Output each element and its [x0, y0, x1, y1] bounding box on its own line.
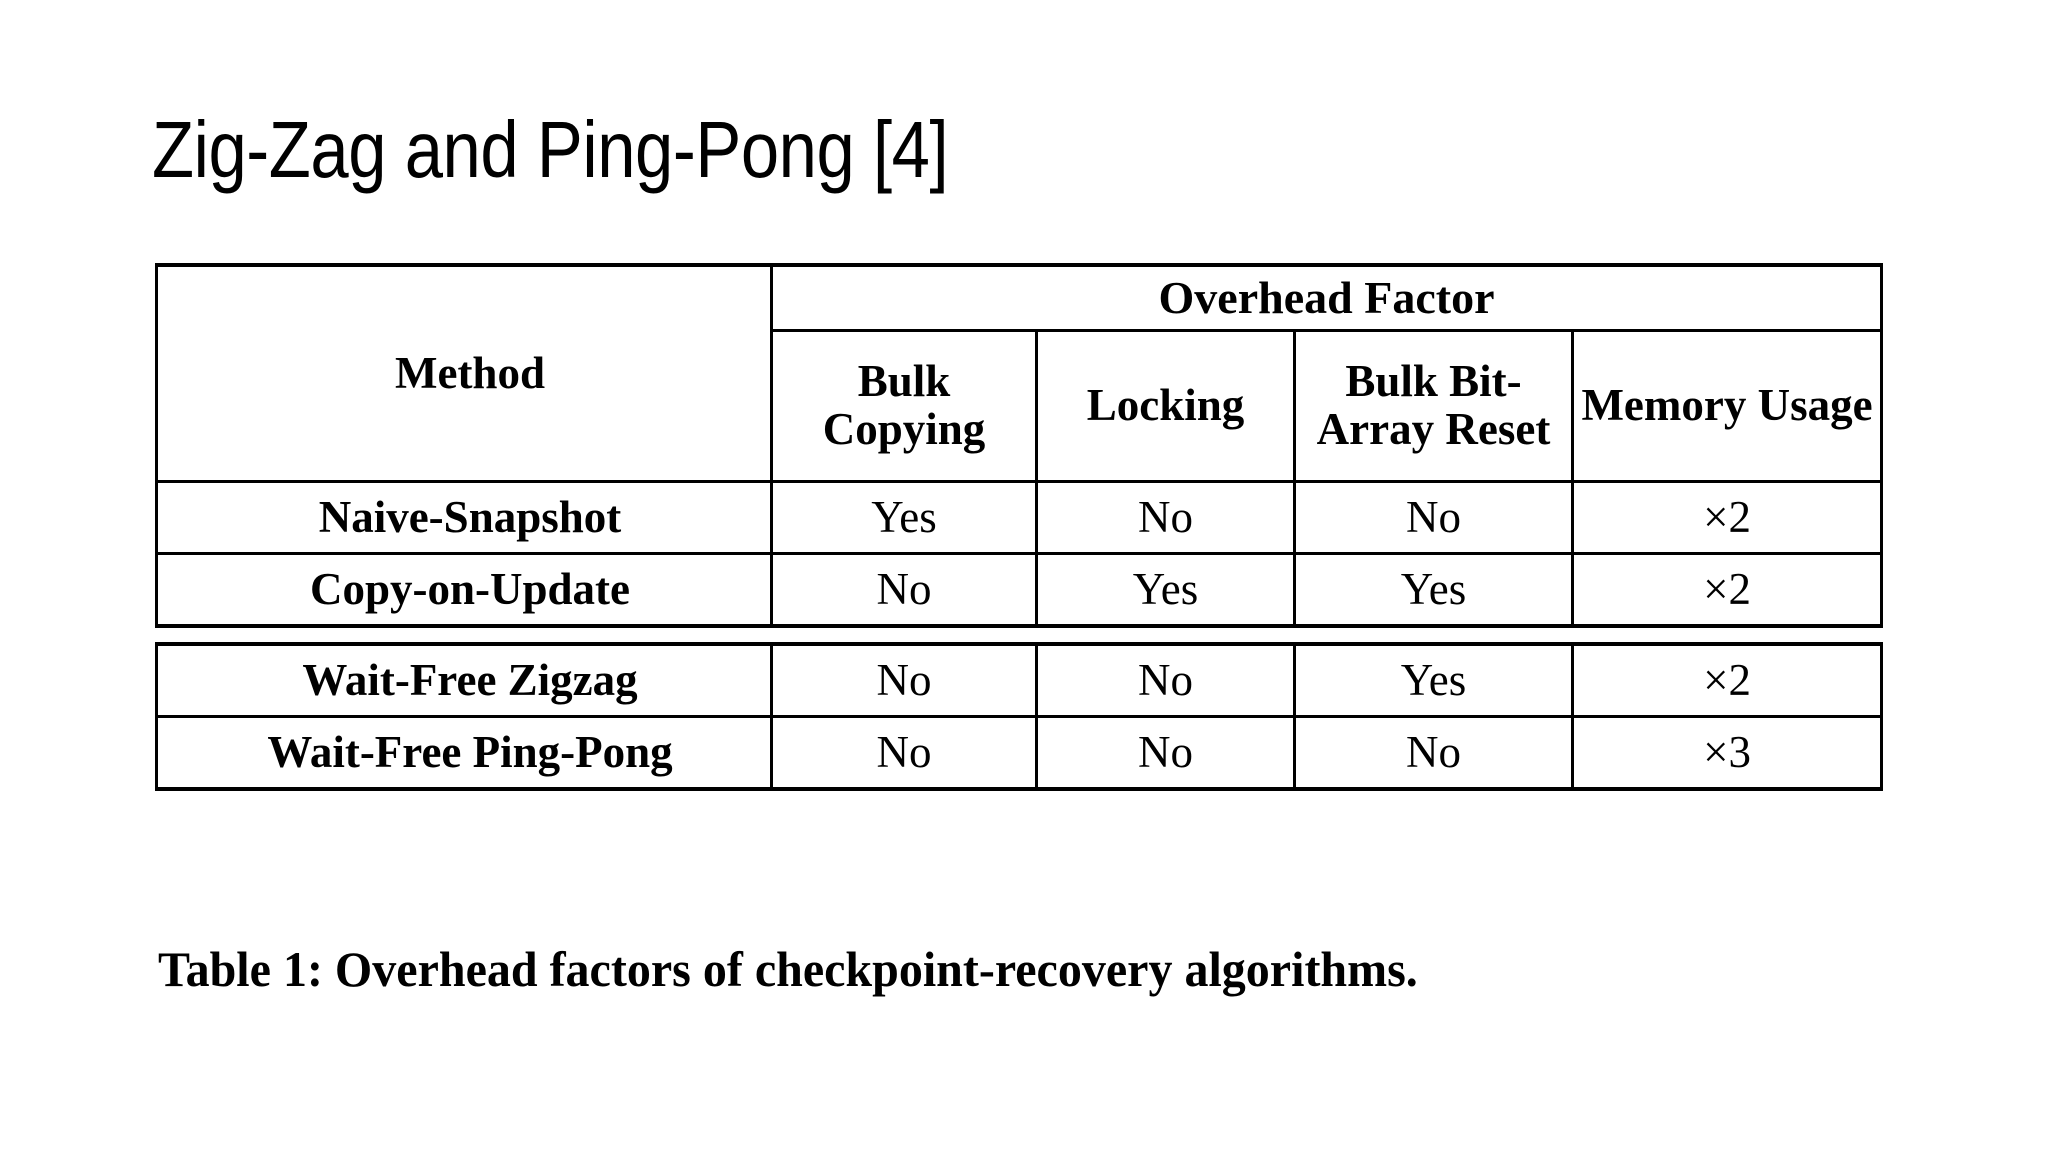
column-header-memory-usage: Memory Usage [1574, 332, 1884, 483]
cell-bulk-bit-array-reset: Yes [1296, 555, 1574, 628]
cell-bulk-copying: No [773, 718, 1038, 791]
table-row: Wait-Free Zigzag No No Yes ×2 [155, 642, 1884, 718]
column-group-header-overhead-factor: Overhead Factor [773, 263, 1884, 332]
table-header-row-group: Method Overhead Factor [155, 263, 1884, 483]
cell-locking: Yes [1038, 555, 1296, 628]
cell-bulk-copying: No [773, 555, 1038, 628]
table-group-separator-cell [1574, 628, 1883, 642]
cell-bulk-bit-array-reset: No [1296, 483, 1574, 555]
cell-bulk-bit-array-reset: Yes [1296, 642, 1574, 718]
table-row: Naive-Snapshot Yes No No ×2 [155, 483, 1884, 555]
cell-method: Wait-Free Zigzag [155, 642, 773, 718]
column-header-method: Method [155, 263, 773, 483]
cell-memory-usage: ×3 [1574, 718, 1884, 791]
table-group-separator-cell [773, 628, 1038, 642]
cell-locking: No [1038, 718, 1296, 791]
table-group-separator [155, 628, 1883, 642]
cell-memory-usage: ×2 [1574, 642, 1884, 718]
cell-memory-usage: ×2 [1574, 555, 1884, 628]
page-title: Zig-Zag and Ping-Pong [4] [152, 105, 949, 194]
cell-bulk-copying: Yes [773, 483, 1038, 555]
table-header-row-sub: Bulk Copying Locking Bulk Bit-Array Rese… [155, 332, 1884, 483]
cell-locking: No [1038, 483, 1296, 555]
table-group-separator-cell [1038, 628, 1296, 642]
cell-bulk-copying: No [773, 642, 1038, 718]
table-row: Wait-Free Ping-Pong No No No ×3 [155, 718, 1884, 791]
table-group-separator-cell [155, 628, 773, 642]
column-header-locking: Locking [1038, 332, 1296, 483]
cell-method: Naive-Snapshot [155, 483, 773, 555]
cell-memory-usage: ×2 [1574, 483, 1884, 555]
cell-bulk-bit-array-reset: No [1296, 718, 1574, 791]
overhead-factor-table: Method Overhead Factor Bulk Copying Lock… [155, 263, 1884, 791]
cell-method: Wait-Free Ping-Pong [155, 718, 773, 791]
cell-locking: No [1038, 642, 1296, 718]
table-group-separator-cell [1296, 628, 1574, 642]
column-header-bulk-bit-array-reset: Bulk Bit-Array Reset [1296, 332, 1574, 483]
table-figure: Method Overhead Factor Bulk Copying Lock… [155, 263, 1884, 791]
table-row: Copy-on-Update No Yes Yes ×2 [155, 555, 1884, 628]
cell-method: Copy-on-Update [155, 555, 773, 628]
table-caption: Table 1: Overhead factors of checkpoint-… [158, 941, 1418, 997]
column-header-bulk-copying: Bulk Copying [773, 332, 1038, 483]
